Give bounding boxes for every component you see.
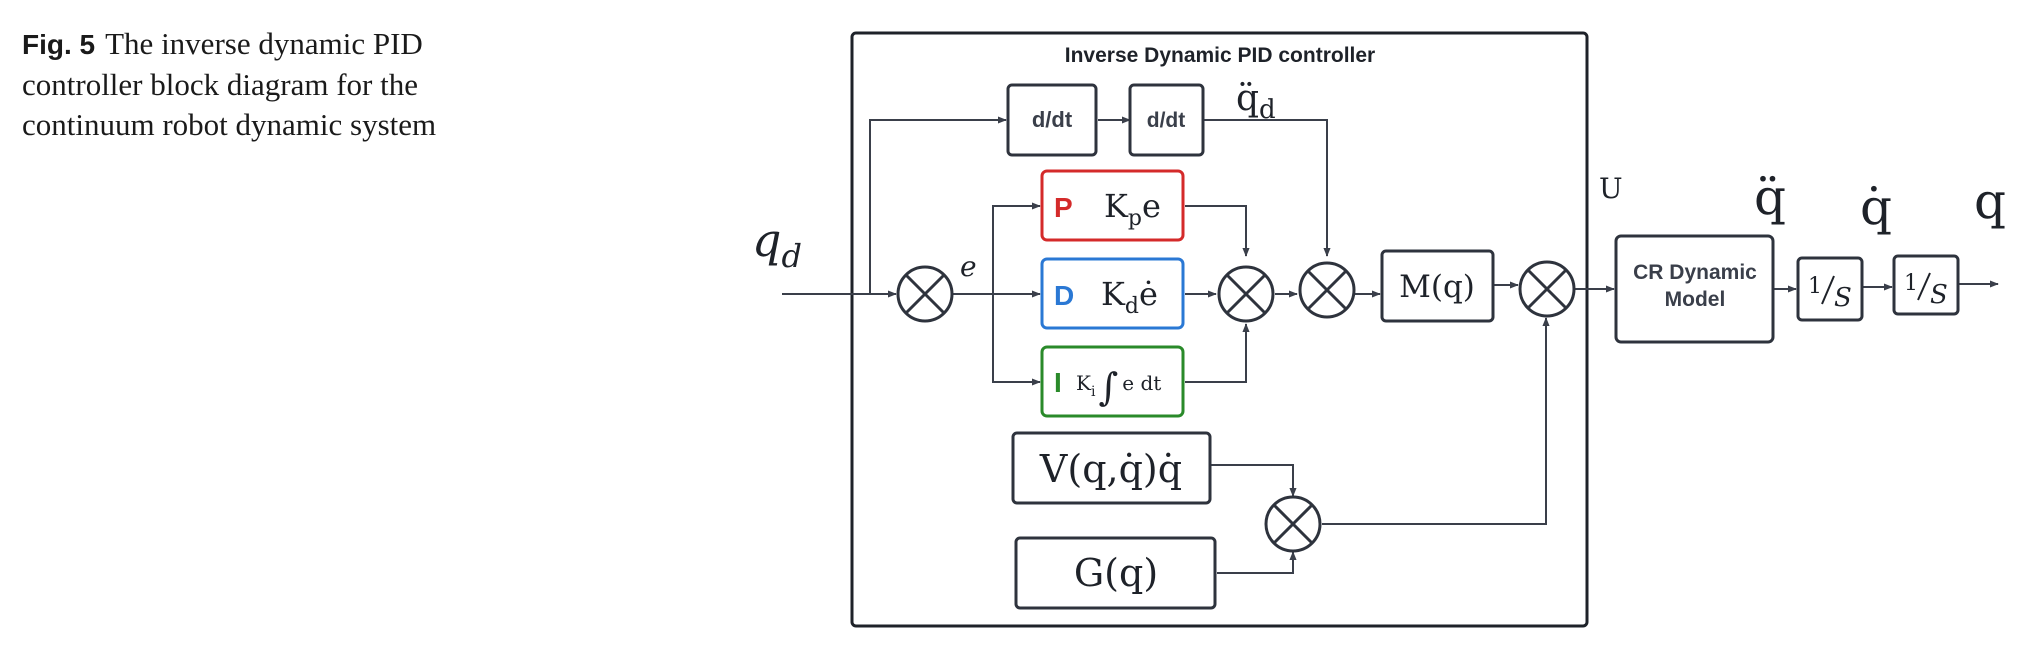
p-out-arrow <box>1185 205 1250 257</box>
int-2-den: S <box>1930 280 1948 310</box>
output-sum-junction <box>1518 260 1576 318</box>
deriv-2-label: d/dt <box>1147 109 1185 132</box>
cr-dynamic-model-block: CR Dynamic Model <box>1614 234 1775 344</box>
p-letter: P <box>1054 192 1073 223</box>
deriv-1-label: d/dt <box>1032 107 1073 132</box>
input-qd-label: qd <box>752 213 802 275</box>
qd-branch-arrow <box>869 116 1007 294</box>
p-block: P Kpe <box>1040 169 1185 242</box>
integrator-block-1: 1 S <box>1796 256 1864 322</box>
coriolis-label: V(q,q̇)q̇ <box>1039 447 1182 491</box>
qdd-desired-label: q̈d <box>1236 78 1276 125</box>
plant-line-2: Model <box>1665 288 1726 311</box>
integrator-block-2: 1 S <box>1892 254 1960 316</box>
qdd-label: q̈ <box>1754 168 1786 226</box>
feedforward-sum-junction <box>1298 261 1356 319</box>
u-label: U <box>1599 172 1623 205</box>
mass-label: M(q) <box>1399 269 1475 305</box>
int-1-num: 1 <box>1808 274 1822 299</box>
qd-label: q̇ <box>1860 178 1892 236</box>
caption-text: The inverse dynamic PID controller block… <box>22 26 437 142</box>
d-letter: D <box>1054 280 1074 311</box>
feedforward-arrow <box>1203 119 1331 257</box>
gravity-out-arrow <box>1217 551 1297 574</box>
error-sum-junction <box>896 265 954 323</box>
p-gain-term: Kpe <box>1104 187 1161 231</box>
controller-frame <box>850 31 1589 628</box>
deriv-block-2: d/dt <box>1128 83 1205 157</box>
error-label: e <box>960 250 977 283</box>
i-gain-term: Ki∫e dt <box>1076 365 1161 409</box>
deriv-block-1: d/dt <box>1006 83 1098 157</box>
plant-line-1: CR Dynamic <box>1633 261 1757 284</box>
i-letter: I <box>1054 367 1062 398</box>
d-gain-term: Kdė <box>1101 275 1158 319</box>
q-label: q <box>1974 172 2006 230</box>
gravity-block: G(q) <box>1014 536 1217 610</box>
d-block: D Kdė <box>1040 257 1185 330</box>
int-2-num: 1 <box>1904 271 1918 296</box>
coriolis-out-arrow <box>1210 464 1297 497</box>
nonlinear-sum-junction <box>1264 495 1322 553</box>
i-block: I Ki∫e dt <box>1040 345 1185 418</box>
i-out-arrow <box>1185 323 1250 383</box>
figure-label: Fig. 5 <box>22 29 96 60</box>
pid-sum-junction <box>1217 265 1275 323</box>
error-to-p-arrow <box>992 202 1041 294</box>
mass-matrix-block: M(q) <box>1380 249 1495 323</box>
int-1-den: S <box>1834 283 1852 313</box>
nonlinear-comp-arrow <box>1322 317 1550 525</box>
controller-title: Inverse Dynamic PID controller <box>1065 44 1375 67</box>
coriolis-block: V(q,q̇)q̇ <box>1011 431 1212 505</box>
gravity-label: G(q) <box>1074 551 1158 595</box>
error-to-i-arrow <box>992 294 1041 386</box>
